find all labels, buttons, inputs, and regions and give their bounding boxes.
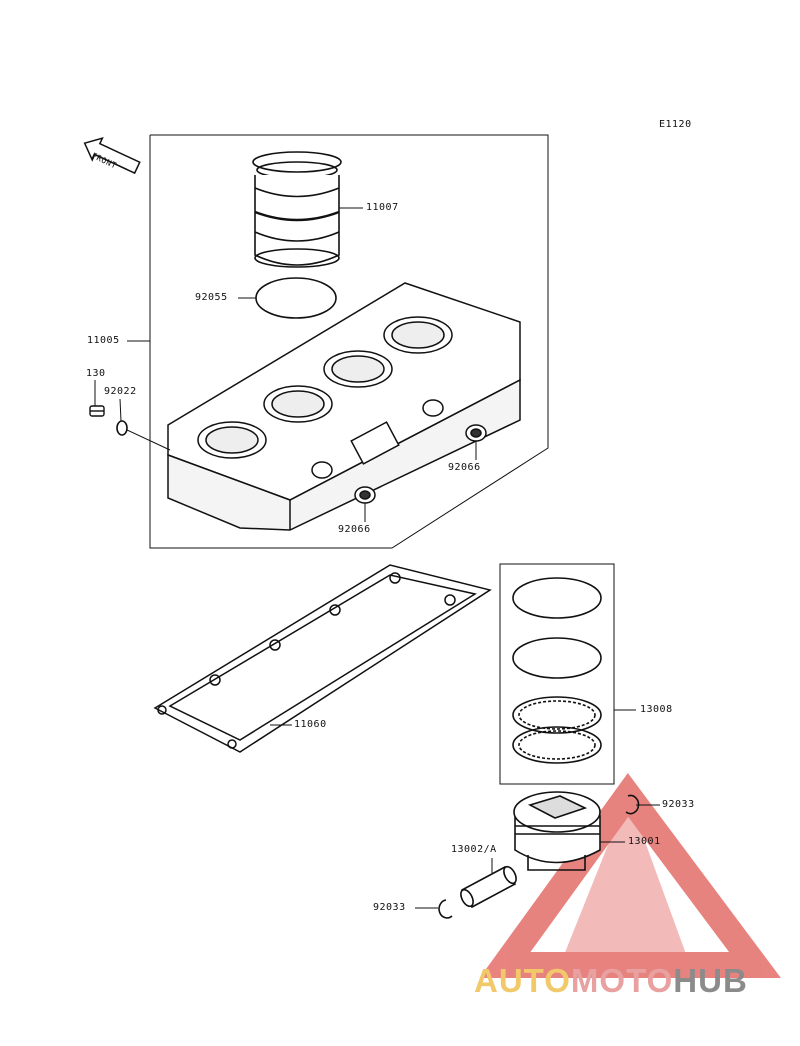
- washer-part: [116, 420, 128, 436]
- cylinder-group-frame: [149, 134, 549, 549]
- cylinder-sleeve-part: [252, 151, 342, 268]
- part-label-92055[interactable]: 92055: [195, 292, 228, 303]
- front-arrow-icon: [83, 137, 141, 175]
- piston-pin-part: [460, 865, 517, 909]
- watermark-word-moto: MOTO: [570, 962, 674, 999]
- watermark-logo-triangle: [479, 773, 781, 978]
- clip-part-lower: [438, 899, 453, 919]
- gasket-part: [153, 564, 492, 753]
- part-label-13001[interactable]: 13001: [628, 836, 661, 847]
- o-ring-part: [255, 277, 337, 319]
- part-label-13002-a[interactable]: 13002/A: [451, 844, 497, 855]
- watermark-word-auto: AUTO: [474, 962, 571, 999]
- part-label-92033-lower[interactable]: 92033: [373, 902, 406, 913]
- watermark-logo: AUTOMOTOHUB: [474, 962, 794, 1002]
- part-label-130[interactable]: 130: [86, 368, 106, 379]
- part-label-11005[interactable]: 11005: [87, 335, 120, 346]
- plug-part-lower: [354, 486, 376, 504]
- cylinder-block-part: [167, 282, 521, 531]
- part-label-11060[interactable]: 11060: [294, 719, 327, 730]
- part-label-92066-upper[interactable]: 92066: [448, 462, 481, 473]
- part-label-11007[interactable]: 11007: [366, 202, 399, 213]
- bolt-part: [89, 405, 105, 417]
- leader-92022: [119, 398, 122, 422]
- diagram-code: E1120: [659, 119, 692, 130]
- plug-part-upper: [465, 424, 487, 442]
- part-label-92022[interactable]: 92022: [104, 386, 137, 397]
- part-label-13008[interactable]: 13008: [640, 704, 673, 715]
- leader-washer-block: [126, 429, 171, 451]
- watermark-word-hub: HUB: [673, 962, 748, 999]
- piston-part: [513, 791, 601, 871]
- ring-set-frame: [499, 563, 615, 785]
- clip-part-upper: [625, 794, 640, 815]
- part-label-92066-lower[interactable]: 92066: [338, 524, 371, 535]
- ring-set-part: [512, 577, 602, 764]
- part-label-92033-upper[interactable]: 92033: [662, 799, 695, 810]
